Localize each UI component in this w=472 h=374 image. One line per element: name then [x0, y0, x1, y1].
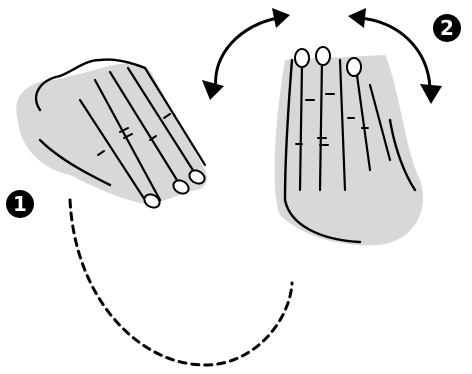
step-number: 2 [440, 16, 454, 40]
step-badge-2: 2 [433, 14, 461, 42]
fingernail [316, 47, 330, 65]
step-badge-1: 1 [6, 190, 34, 218]
hand-left-icon [16, 59, 207, 210]
rotation-arrow-left-icon [202, 8, 290, 100]
motion-path-dashed-arc [70, 200, 292, 365]
step-number: 1 [13, 192, 27, 216]
fingernail [347, 58, 361, 76]
fingernail [295, 49, 309, 67]
hand-right-icon [275, 47, 423, 245]
